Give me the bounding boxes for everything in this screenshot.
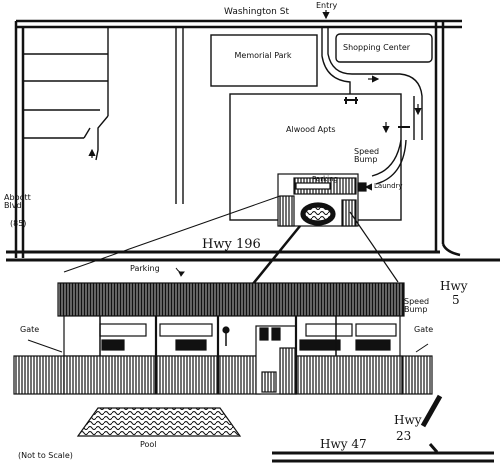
detail-roof — [57, 282, 405, 317]
pool-detail — [76, 407, 242, 437]
speed-bump-icon — [344, 97, 410, 128]
hwy-23-number: 23 — [396, 429, 412, 443]
hwy-5-number: 5 — [452, 293, 460, 307]
laundry-label: Laundry — [374, 182, 403, 190]
callout-lines — [63, 195, 399, 291]
hwy-23-label: Hwy — [394, 413, 422, 427]
speed-bump-top-label: Speed Bump — [354, 147, 380, 164]
hwy-5-label: Hwy — [440, 279, 468, 293]
detail-building — [13, 282, 433, 395]
neighborhood-streets — [24, 27, 184, 204]
speed-bump-detail-label: Speed Bump — [404, 297, 430, 314]
hwy-47-label: Hwy 47 — [320, 437, 367, 451]
shopping-center-loop — [321, 28, 423, 140]
apt-driveway — [371, 139, 407, 185]
abbott-route-label: (85) — [10, 219, 27, 228]
shopping-center-label: Shopping Center — [343, 43, 411, 52]
parking-detail-label: Parking — [130, 264, 160, 273]
complex-top — [277, 173, 367, 227]
hwy-23-road — [420, 394, 443, 428]
washington-st-label: Washington St — [224, 7, 289, 17]
arrow-icon — [88, 10, 422, 191]
memorial-park-label: Memorial Park — [234, 51, 292, 60]
alwood-apts-label: Alwood Apts — [286, 125, 336, 134]
gate-left-label: Gate — [20, 325, 40, 334]
hwy-196-label: Hwy 196 — [202, 237, 261, 252]
pool-label: Pool — [140, 440, 157, 449]
parking-top-label: Parking — [312, 175, 338, 183]
shopping-center-block — [335, 33, 433, 63]
memorial-park-block — [210, 34, 318, 87]
abbott-blvd-label: Abbott Blvd — [4, 193, 31, 210]
gate-right-label: Gate — [414, 325, 434, 334]
roads — [6, 19, 500, 463]
not-to-scale-label: (Not to Scale) — [18, 451, 73, 460]
entry-label: Entry — [316, 1, 338, 10]
